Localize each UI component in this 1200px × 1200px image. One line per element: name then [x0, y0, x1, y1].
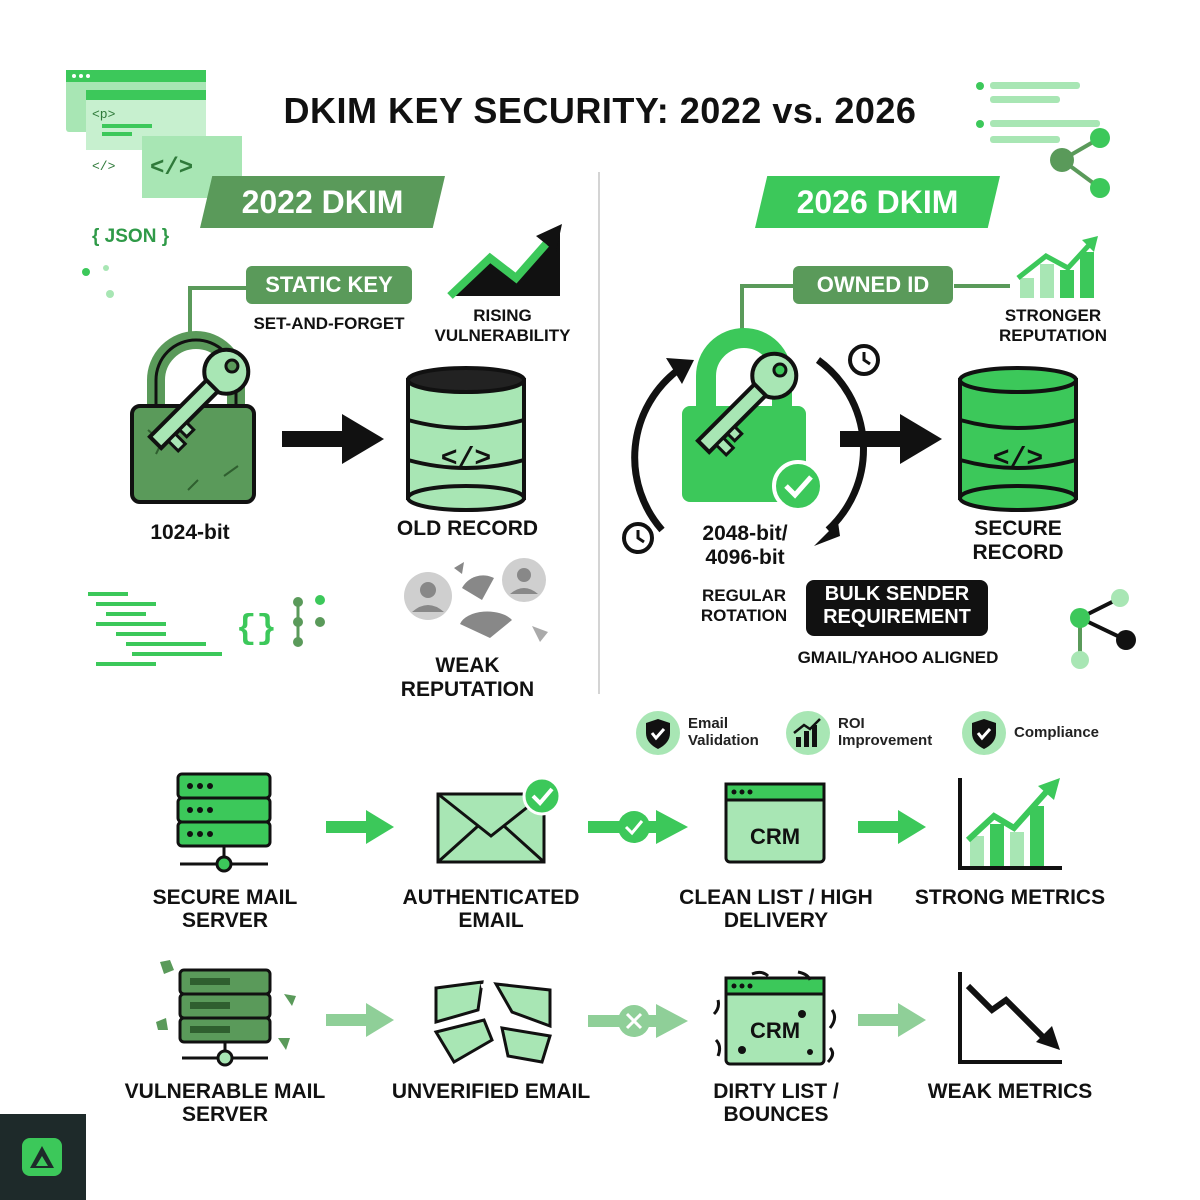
old-record-label: OLD RECORD: [396, 517, 539, 540]
rising-vulnerability-label: RISING VULNERABILITY: [434, 306, 571, 345]
p-tag: <p>: [92, 107, 116, 122]
dirty-crm-window-icon: CRM: [712, 970, 837, 1066]
email-validation-badge-label: Email Validation: [688, 715, 759, 750]
rising-trend-icon: [447, 224, 562, 299]
code-tag: </>: [993, 444, 1043, 475]
stronger-reputation-label: STRONGER REPUTATION: [999, 306, 1107, 345]
vulnerable-server-icon: [156, 960, 296, 1067]
secure-server-icon: [176, 772, 272, 873]
crm-text: CRM: [750, 824, 800, 849]
weak-metrics-chart-icon: [958, 972, 1062, 1064]
gmail-yahoo-aligned-label: GMAIL/YAHOO ALIGNED: [797, 648, 999, 667]
email-validation-badge-icon: [636, 711, 680, 755]
json-tag: { JSON }: [92, 226, 170, 247]
weak-reputation-avatars-icon: [404, 558, 548, 642]
flow-arrow-good-3: [858, 810, 926, 844]
code-tag-large: </>: [150, 155, 193, 182]
unverified-email-label: UNVERIFIED EMAIL: [391, 1080, 591, 1103]
crm-window-icon: CRM: [724, 782, 826, 864]
roi-improvement-badge-label: ROI Improvement: [838, 715, 933, 750]
secure-record-database-icon: </>: [958, 366, 1078, 512]
code-lines-decoration: {}: [88, 592, 325, 666]
compliance-badge-label: Compliance: [1014, 724, 1100, 741]
banner-2022: 2022 DKIM: [200, 176, 445, 228]
share-decoration-right: [1070, 589, 1136, 669]
code-tag-small: </>: [92, 159, 116, 174]
set-and-forget-label: SET-AND-FORGET: [253, 314, 405, 333]
clean-list-label: CLEAN LIST / HIGH DELIVERY: [679, 886, 873, 933]
connector-right: [740, 284, 1010, 340]
section-divider: [598, 172, 600, 694]
padlock-check-icon: [682, 328, 824, 512]
dots-decoration: [82, 265, 114, 298]
old-record-database-icon: </>: [406, 366, 526, 512]
code-tag: </>: [441, 444, 491, 475]
authenticated-email-label: AUTHENTICATED EMAIL: [402, 886, 580, 933]
page-title: DKIM KEY SECURITY: 2022 vs. 2026: [283, 90, 917, 131]
brand-logo: [0, 1114, 86, 1200]
secure-mail-server-label: SECURE MAIL SERVER: [152, 886, 298, 933]
unverified-email-icon: [433, 980, 552, 1065]
braces-icon: {}: [236, 611, 277, 649]
flow-arrow-good-1: [326, 810, 394, 844]
flow-arrow-bad-3: [858, 1003, 926, 1037]
weak-metrics-label: WEAK METRICS: [927, 1080, 1093, 1103]
brand-logo-icon: [22, 1138, 62, 1176]
flow-arrow-bad-2: [588, 1004, 688, 1038]
share-decoration-top: [976, 82, 1110, 198]
banner-2026: 2026 DKIM: [755, 176, 1000, 228]
flow-arrow-good-2: [588, 810, 688, 844]
owned-id-pill: OWNED ID: [793, 266, 953, 304]
key-1024-label: 1024-bit: [150, 521, 230, 544]
roi-improvement-badge-icon: [786, 711, 830, 755]
compliance-badge-icon: [962, 711, 1006, 755]
arrow-right-right-section: [840, 414, 942, 464]
secure-record-label: SECURE RECORD: [972, 517, 1064, 565]
vulnerable-mail-server-label: VULNERABLE MAIL SERVER: [124, 1080, 326, 1127]
weak-reputation-label: WEAK REPUTATION: [400, 654, 535, 702]
dirty-list-label: DIRTY LIST / BOUNCES: [713, 1080, 839, 1127]
key-2048-4096-label: 2048-bit/ 4096-bit: [702, 522, 788, 570]
strong-metrics-chart-icon: [958, 778, 1062, 870]
crm-text: CRM: [750, 1018, 800, 1043]
authenticated-email-icon: [436, 776, 562, 864]
connector-left: [188, 286, 246, 340]
flow-arrow-bad-1: [326, 1003, 394, 1037]
padlock-key-icon: [130, 331, 256, 504]
strong-metrics-label: STRONG METRICS: [914, 886, 1106, 909]
static-key-pill: STATIC KEY: [246, 266, 412, 304]
arrow-right-left-section: [282, 414, 384, 464]
code-window-decoration: <p> </> </>: [66, 70, 242, 198]
bulk-sender-requirement-badge: BULK SENDER REQUIREMENT: [806, 580, 988, 636]
stronger-trend-icon: [1016, 236, 1098, 298]
regular-rotation-label: REGULAR ROTATION: [700, 586, 788, 625]
